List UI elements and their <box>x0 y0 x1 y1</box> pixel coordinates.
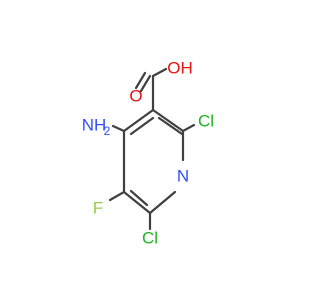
fluorine-label: F <box>93 199 103 218</box>
bond-c3-c2 <box>151 108 185 133</box>
chlorine-6-label: Cl <box>142 229 158 248</box>
bond-carboxyl-c-o-double-b <box>134 71 147 90</box>
amino-group-label: NH 2 <box>82 116 111 139</box>
bond-c2-c2-double <box>157 116 184 136</box>
bond-c6-c5 <box>122 190 152 215</box>
amino-nh-label: NH <box>82 116 107 135</box>
bond-c2-cl <box>181 123 196 133</box>
bond-carboxyl-c-o-double-a <box>139 74 152 93</box>
bond-n-c6 <box>148 190 177 215</box>
bond-c5-f <box>108 190 126 202</box>
amino-subscript-label: 2 <box>104 124 111 138</box>
bond-carboxyl-c-oh <box>151 67 168 78</box>
bond-c4-c3 <box>122 108 155 133</box>
chlorine-2-label: Cl <box>198 112 214 131</box>
hydroxyl-label: OH <box>167 59 193 78</box>
carbonyl-oxygen-label: O <box>129 87 142 106</box>
bond-c6-c5-double <box>129 189 149 207</box>
bond-c4-amino <box>111 124 126 133</box>
bond-c4-c3-double <box>129 116 155 136</box>
molecule-diagram: O OH NH 2 Cl N F Cl <box>82 59 214 248</box>
ring-nitrogen-label: N <box>177 167 189 186</box>
structure-svg: O OH NH 2 Cl N F Cl <box>82 59 214 248</box>
